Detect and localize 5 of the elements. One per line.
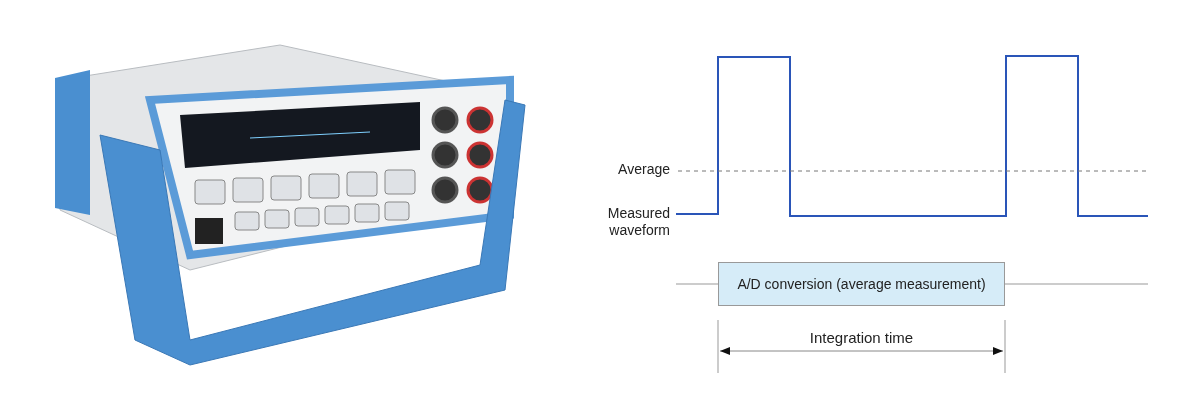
axis-label: Measured waveform xyxy=(606,205,670,239)
axis-label: Average xyxy=(618,161,670,178)
multimeter-drawing xyxy=(55,44,526,366)
conversion-bar: A/D conversion (average measurement) xyxy=(718,262,1005,306)
dimension-label: Integration time xyxy=(808,329,915,346)
